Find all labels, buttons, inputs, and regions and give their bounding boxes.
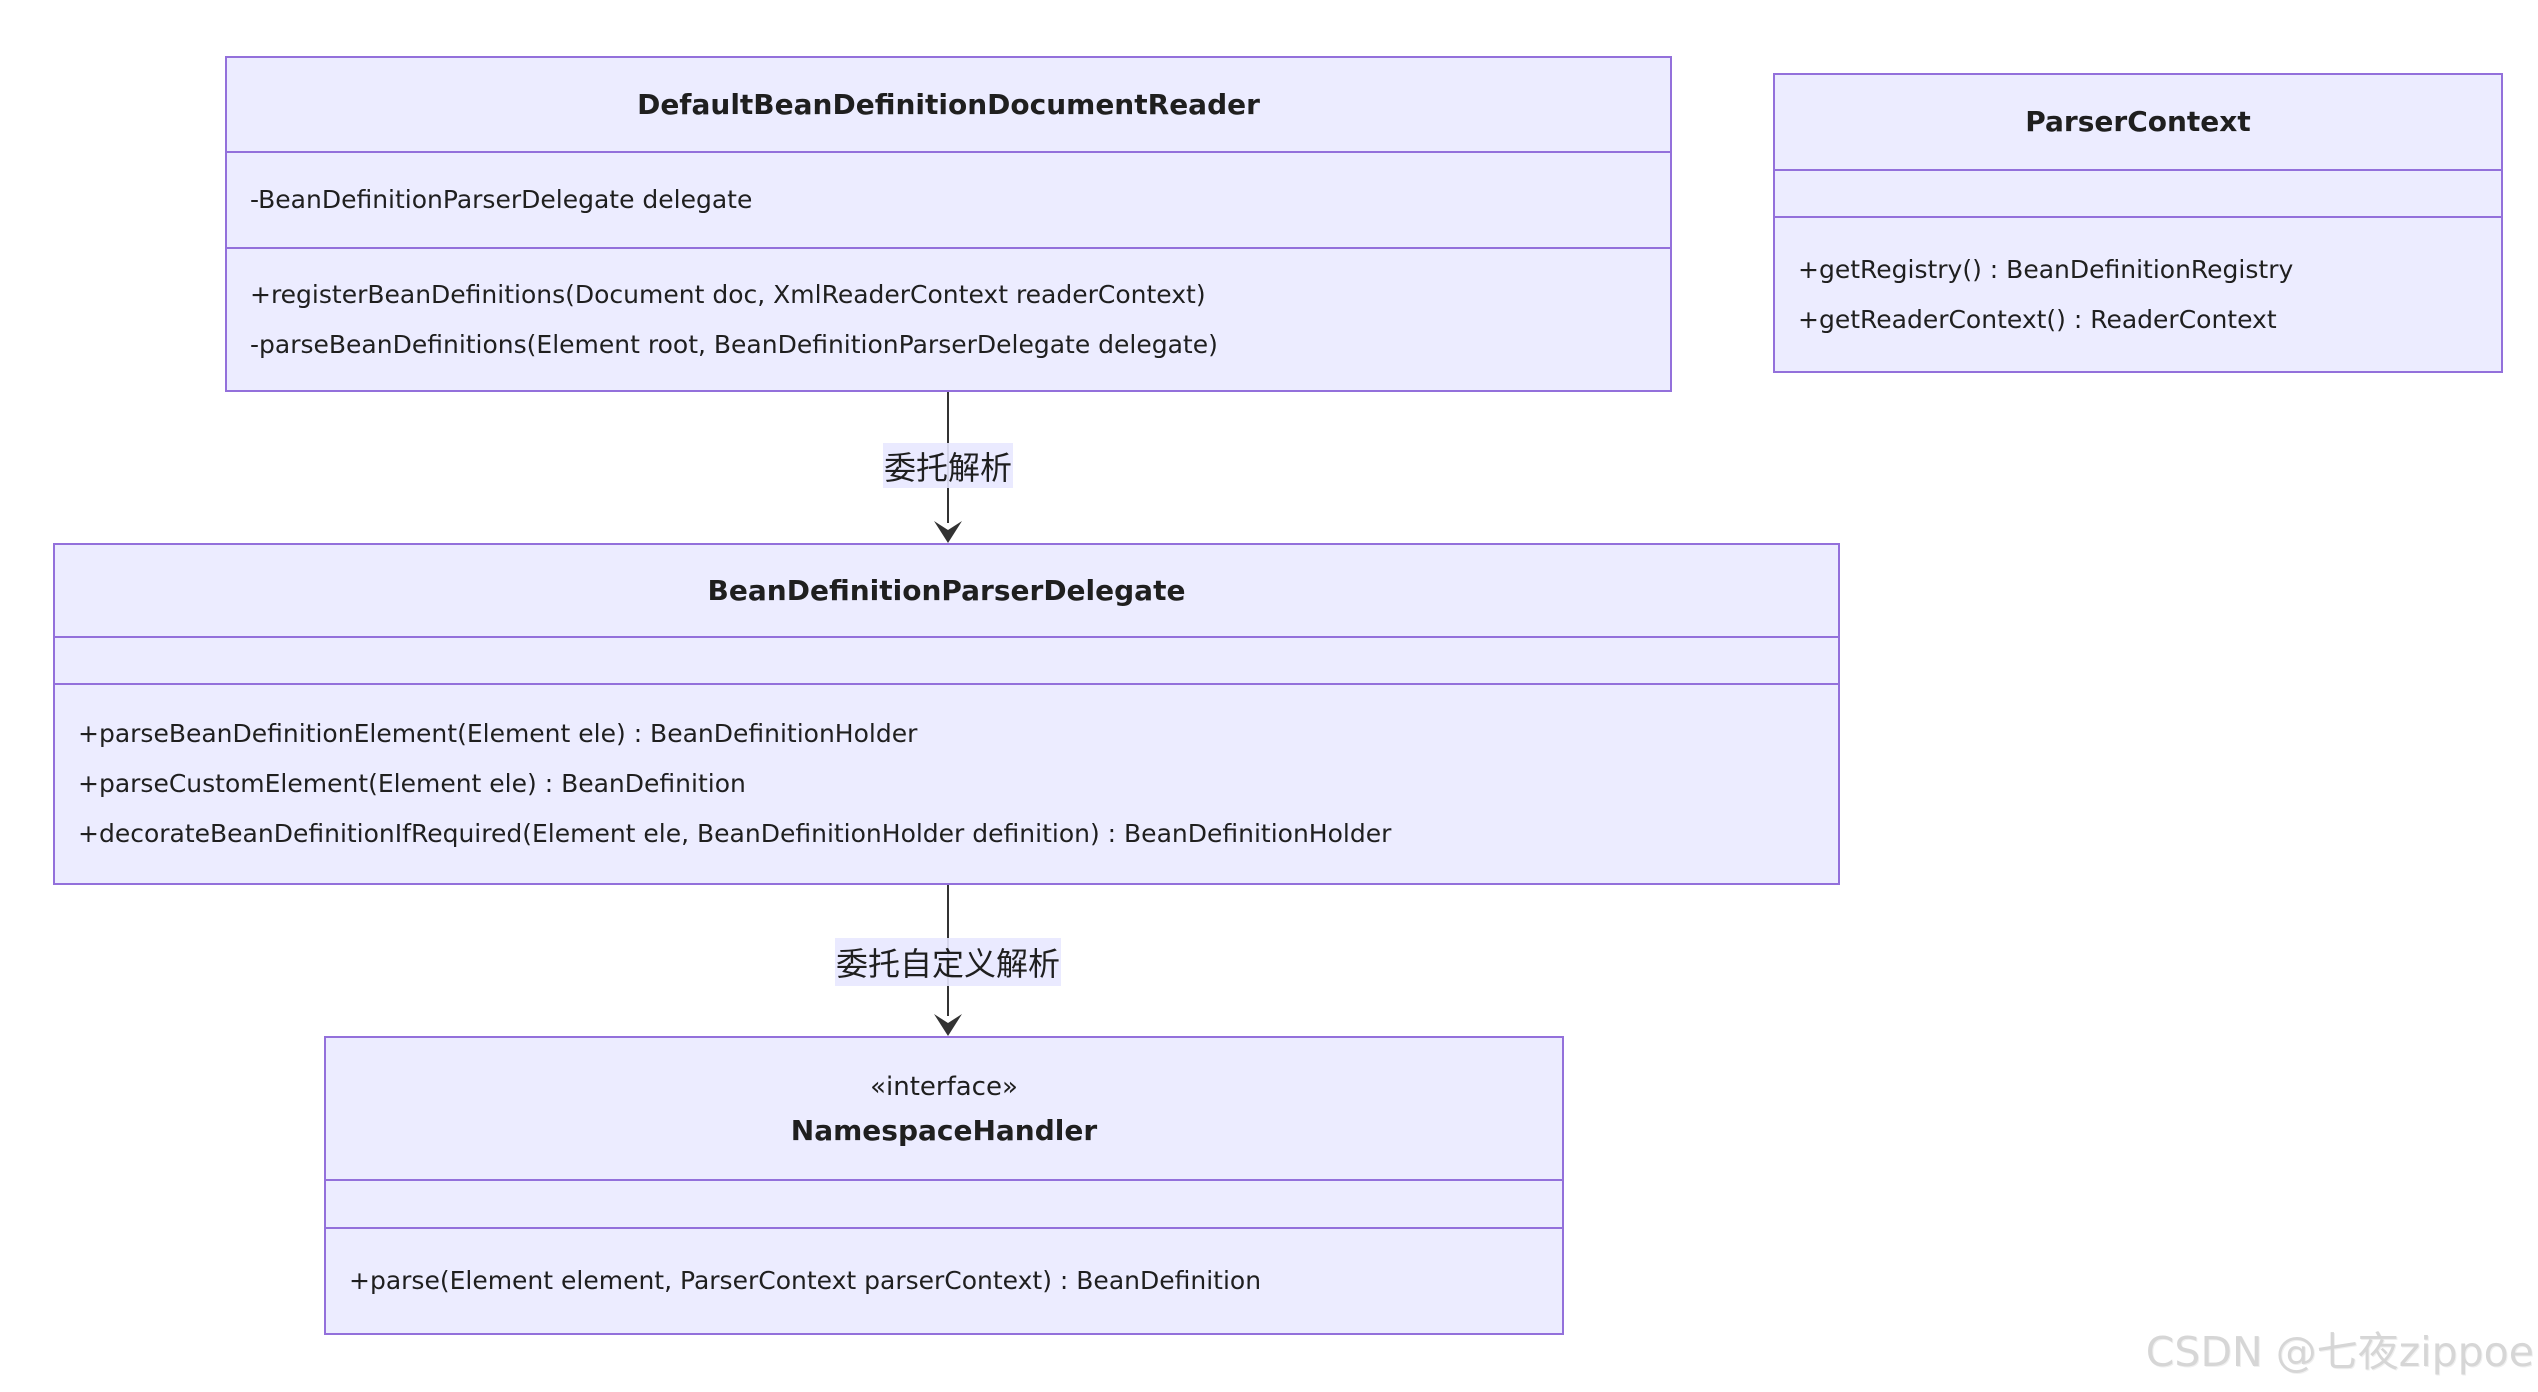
class-methods-section: +parse(Element element, ParserContext pa… xyxy=(326,1227,1562,1333)
class-attributes-section: -BeanDefinitionParserDelegate delegate xyxy=(227,151,1670,247)
class-box-default-bean-definition-document-reader: DefaultBeanDefinitionDocumentReader -Bea… xyxy=(225,56,1672,392)
class-box-bean-definition-parser-delegate: BeanDefinitionParserDelegate +parseBeanD… xyxy=(53,543,1840,885)
arrowhead-down-icon xyxy=(934,521,962,543)
class-methods-section: +getRegistry() : BeanDefinitionRegistry … xyxy=(1775,216,2501,371)
class-name: BeanDefinitionParserDelegate xyxy=(707,573,1186,607)
class-methods-section: +registerBeanDefinitions(Document doc, X… xyxy=(227,247,1670,390)
class-method: +parse(Element element, ParserContext pa… xyxy=(349,1266,1262,1295)
arrowhead-down-icon xyxy=(934,1014,962,1036)
class-attribute: -BeanDefinitionParserDelegate delegate xyxy=(250,185,753,214)
edge-label-delegate-parse: 委托解析 xyxy=(883,443,1013,488)
class-name: ParserContext xyxy=(2025,105,2251,138)
class-method: +parseBeanDefinitionElement(Element ele)… xyxy=(78,719,918,748)
class-title: ParserContext xyxy=(1775,75,2501,169)
class-box-namespace-handler: «interface» NamespaceHandler +parse(Elem… xyxy=(324,1036,1564,1335)
csdn-watermark: CSDN @七夜zippoe xyxy=(2145,1328,2534,1376)
class-attributes-section xyxy=(55,636,1838,683)
class-name: DefaultBeanDefinitionDocumentReader xyxy=(637,87,1260,121)
class-method: +registerBeanDefinitions(Document doc, X… xyxy=(250,279,1206,309)
class-title: DefaultBeanDefinitionDocumentReader xyxy=(227,58,1670,151)
class-method: +getRegistry() : BeanDefinitionRegistry xyxy=(1798,254,2294,284)
edge-label-delegate-custom-parse: 委托自定义解析 xyxy=(835,938,1061,986)
class-title: «interface» NamespaceHandler xyxy=(326,1038,1562,1179)
class-method: -parseBeanDefinitions(Element root, Bean… xyxy=(250,329,1218,359)
class-attributes-section xyxy=(1775,169,2501,216)
class-title: BeanDefinitionParserDelegate xyxy=(55,545,1838,636)
class-method: +getReaderContext() : ReaderContext xyxy=(1798,304,2277,334)
class-attributes-section xyxy=(326,1179,1562,1227)
class-method: +parseCustomElement(Element ele) : BeanD… xyxy=(78,769,746,798)
class-box-parser-context: ParserContext +getRegistry() : BeanDefin… xyxy=(1773,73,2503,373)
class-name: NamespaceHandler xyxy=(790,1113,1098,1147)
class-methods-section: +parseBeanDefinitionElement(Element ele)… xyxy=(55,683,1838,883)
class-stereotype: «interface» xyxy=(870,1071,1018,1102)
class-method: +decorateBeanDefinitionIfRequired(Elemen… xyxy=(78,819,1392,848)
